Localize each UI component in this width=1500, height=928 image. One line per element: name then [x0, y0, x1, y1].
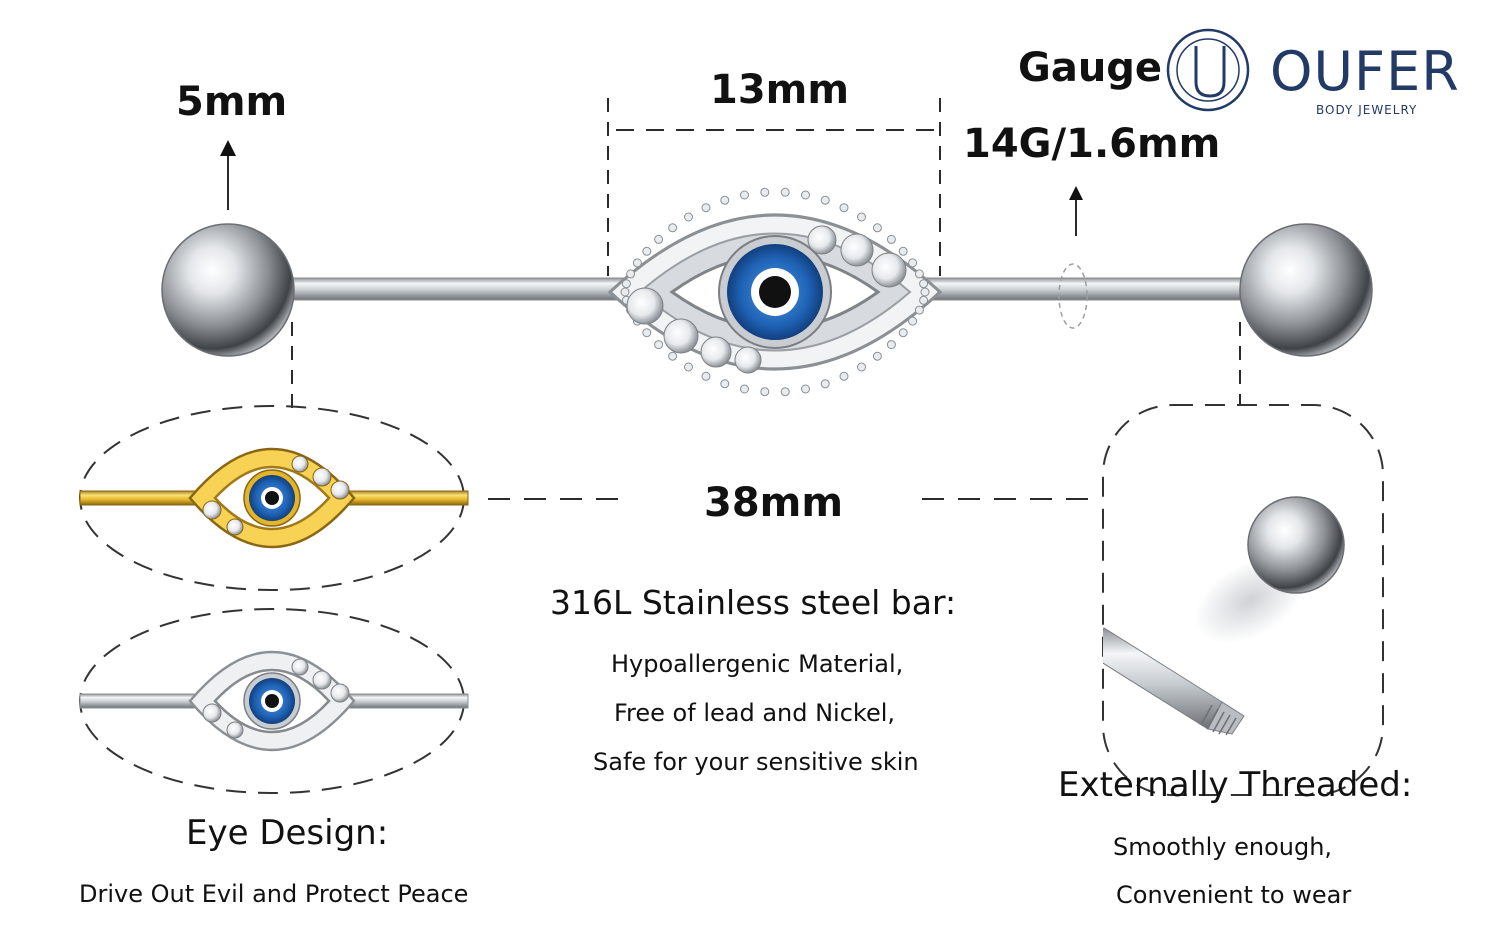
milgrain-bead — [642, 328, 652, 338]
material-heading: 316L Stainless steel bar: — [550, 583, 957, 622]
milgrain-bead — [740, 384, 749, 394]
milgrain-bead — [668, 351, 678, 361]
milgrain-bead — [919, 279, 929, 289]
milgrain-bead — [886, 340, 896, 350]
gauge-value: 14G/1.6mm — [963, 121, 1221, 167]
milgrain-bead — [720, 195, 730, 205]
milgrain-bead — [684, 362, 693, 372]
milgrain-bead — [760, 387, 770, 397]
milgrain-bead — [620, 287, 630, 297]
brand-tagline: BODY JEWELRY — [1316, 103, 1418, 117]
milgrain-bead — [632, 258, 642, 268]
ball-size-label: 5mm — [176, 79, 288, 125]
milgrain-bead — [801, 384, 810, 394]
milgrain-bead — [908, 258, 918, 268]
milgrain-bead — [920, 287, 930, 297]
milgrain-bead — [914, 305, 924, 315]
milgrain-bead — [898, 246, 908, 256]
milgrain-bead — [684, 212, 693, 222]
material-line-1: Hypoallergenic Material, — [611, 650, 904, 678]
milgrain-bead — [801, 190, 810, 200]
milgrain-bead — [839, 203, 849, 213]
bar-length-label: 38mm — [704, 480, 844, 526]
gold-variant — [79, 405, 469, 591]
milgrain-bead — [668, 223, 678, 233]
milgrain-bead — [720, 379, 730, 389]
milgrain-bead — [857, 212, 866, 222]
milgrain-bead — [908, 316, 918, 326]
main-barbell — [161, 187, 1373, 397]
thread-heading: Externally Threaded: — [1058, 765, 1413, 805]
oufer-logo-icon — [1166, 28, 1250, 112]
dimension-lines — [220, 98, 1241, 500]
milgrain-bead — [701, 371, 711, 381]
milgrain-bead — [820, 195, 830, 205]
left-ball — [161, 223, 295, 357]
thread-line-1: Smoothly enough, — [1113, 833, 1333, 861]
milgrain-bead — [886, 234, 896, 244]
milgrain-bead — [780, 387, 790, 397]
milgrain-bead — [872, 223, 882, 233]
evil-eye-charm — [607, 187, 943, 397]
gauge-label: Gauge — [1018, 45, 1163, 91]
crystal-stones — [626, 225, 907, 374]
material-line-2: Free of lead and Nickel, — [614, 699, 896, 727]
silver-variant — [79, 608, 469, 794]
design-heading: Eye Design: — [186, 813, 389, 853]
right-ball — [1239, 223, 1373, 357]
milgrain-bead — [898, 328, 908, 338]
thread-closeup — [1102, 404, 1384, 796]
eye-pupil — [759, 276, 791, 308]
milgrain-bead — [740, 190, 749, 200]
milgrain-bead — [654, 234, 664, 244]
milgrain-bead — [914, 269, 924, 279]
milgrain-bead — [626, 269, 636, 279]
milgrain-bead — [621, 279, 631, 289]
thread-line-2: Convenient to wear — [1116, 881, 1352, 909]
milgrain-bead — [780, 187, 790, 197]
milgrain-bead — [857, 362, 866, 372]
brand-name: OUFER — [1270, 40, 1460, 103]
milgrain-bead — [760, 187, 770, 197]
milgrain-beads — [620, 187, 930, 397]
milgrain-bead — [654, 340, 664, 350]
design-subtitle: Drive Out Evil and Protect Peace — [79, 880, 469, 908]
material-line-3: Safe for your sensitive skin — [593, 748, 919, 776]
milgrain-bead — [701, 203, 711, 213]
milgrain-bead — [839, 371, 849, 381]
threaded-ball — [1247, 496, 1345, 594]
milgrain-bead — [919, 295, 929, 305]
milgrain-bead — [642, 246, 652, 256]
milgrain-bead — [872, 351, 882, 361]
milgrain-bead — [820, 379, 830, 389]
centerpiece-width-label: 13mm — [710, 67, 850, 113]
